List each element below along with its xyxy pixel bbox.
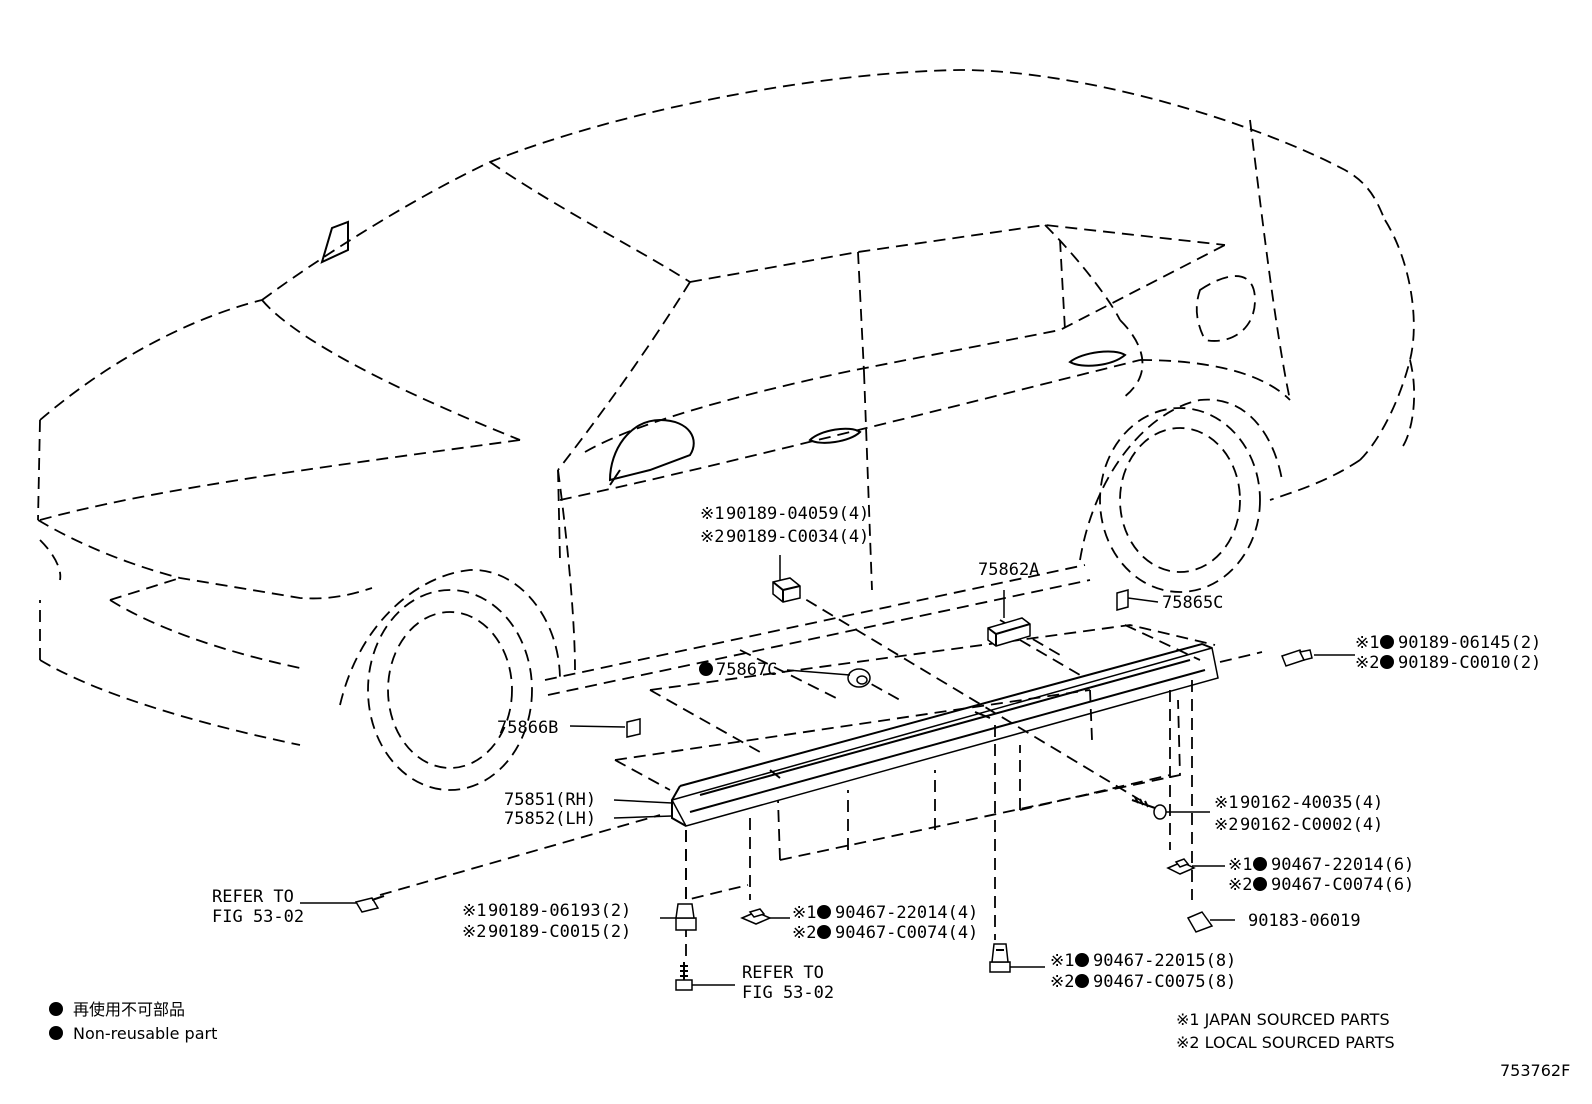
label-clip-rear-1: 90189-06145(2) — [1398, 633, 1541, 653]
label-clip-bottom-1: 90467-22015(8) — [1093, 951, 1236, 971]
label-nut-single: 90183-06019 — [1248, 911, 1361, 931]
non-reusable-dot — [817, 925, 831, 939]
mark-1-text: ※1 — [1214, 793, 1238, 813]
assembly-dashed-guides — [379, 589, 1263, 960]
part-75865C-tape — [1116, 589, 1129, 611]
bolt-left-part — [354, 895, 385, 913]
label-clip-bottom-2: 90467-C0075(8) — [1093, 972, 1236, 992]
non-reusable-dot — [1075, 974, 1089, 988]
label-clip-front-2: 90189-C0015(2) — [488, 922, 631, 942]
label-nut-mid-2: 90467-C0074(4) — [835, 923, 978, 943]
label-clip-top-1: 90189-04059(4) — [726, 504, 869, 524]
legend-non-reusable-en: Non-reusable part — [73, 1024, 217, 1043]
car-body-outline — [37, 69, 1416, 791]
label-screw-2: 90162-C0002(4) — [1240, 815, 1383, 835]
mark-1-text: ※1 — [1050, 951, 1074, 971]
fastener-parts — [354, 577, 1313, 991]
label-clip-rear-2: 90189-C0010(2) — [1398, 653, 1541, 673]
non-reusable-dot — [1253, 857, 1267, 871]
legend-japan-sourced: ※1 JAPAN SOURCED PARTS — [1176, 1010, 1390, 1029]
non-reusable-dot — [1380, 655, 1394, 669]
label-75862A: 75862A — [978, 560, 1039, 580]
leader-lines — [300, 555, 1355, 986]
refer-fig-text: FIG 53-02 — [742, 983, 834, 1003]
screw-part — [1131, 796, 1167, 820]
label-75866B: 75866B — [497, 718, 558, 738]
label-75852: 75852(LH) — [504, 809, 596, 829]
legend: 再使用不可部品 Non-reusable part ※1 JAPAN SOURC… — [49, 1000, 1570, 1080]
non-reusable-dot — [1075, 953, 1089, 967]
refer-fig-text: FIG 53-02 — [212, 907, 304, 927]
part-75867C-grommet — [847, 668, 871, 688]
figure-id: 753762F — [1500, 1061, 1570, 1080]
legend-non-reusable-jp: 再使用不可部品 — [73, 1000, 185, 1019]
nut-single-part — [1186, 911, 1214, 933]
mark-2-text: ※2 — [700, 527, 724, 547]
mark-1-text: ※1 — [462, 901, 486, 921]
label-nut-r-1: 90467-22014(6) — [1271, 855, 1414, 875]
clip-bottom-part — [989, 943, 1011, 973]
non-reusable-dot — [699, 662, 713, 676]
label-clip-top-2: 90189-C0034(4) — [726, 527, 869, 547]
mark-2-text: ※2 — [792, 923, 816, 943]
mark-1-text: ※1 — [1228, 855, 1252, 875]
mark-2-text: ※2 — [1228, 875, 1252, 895]
callout-labels: ※1 90189-04059(4) ※2 90189-C0034(4) 7586… — [212, 504, 1541, 1003]
part-75862A-block — [987, 617, 1031, 647]
mark-1-text: ※1 — [700, 504, 724, 524]
legend-local-sourced: ※2 LOCAL SOURCED PARTS — [1176, 1033, 1395, 1052]
legend-dot-icon — [49, 1002, 63, 1016]
mark-1-text: ※1 — [792, 903, 816, 923]
refer-to-text: REFER TO — [212, 887, 294, 907]
mark-2-text: ※2 — [462, 922, 486, 942]
label-clip-front-1: 90189-06193(2) — [488, 901, 631, 921]
bolt-lower-part — [675, 962, 693, 991]
non-reusable-dot — [1253, 877, 1267, 891]
mark-1-text: ※1 — [1355, 633, 1379, 653]
clip-rear-part — [1281, 649, 1313, 667]
label-screw-1: 90162-40035(4) — [1240, 793, 1383, 813]
legend-dot-icon — [49, 1026, 63, 1040]
clip-top-part — [772, 577, 801, 603]
nut-right-part — [1166, 858, 1196, 875]
mark-2-text: ※2 — [1214, 815, 1238, 835]
non-reusable-dot — [1380, 635, 1394, 649]
clip-front-part — [675, 903, 697, 931]
label-75867C: 75867C — [716, 660, 777, 680]
mark-2-text: ※2 — [1050, 972, 1074, 992]
label-nut-r-2: 90467-C0074(6) — [1271, 875, 1414, 895]
label-75851: 75851(RH) — [504, 790, 596, 810]
part-75866B-pad — [626, 718, 641, 738]
non-reusable-dot — [817, 905, 831, 919]
refer-to-text: REFER TO — [742, 963, 824, 983]
nut-middle-part — [740, 908, 772, 925]
mark-2-text: ※2 — [1355, 653, 1379, 673]
label-75865C: 75865C — [1162, 593, 1223, 613]
label-nut-mid-1: 90467-22014(4) — [835, 903, 978, 923]
